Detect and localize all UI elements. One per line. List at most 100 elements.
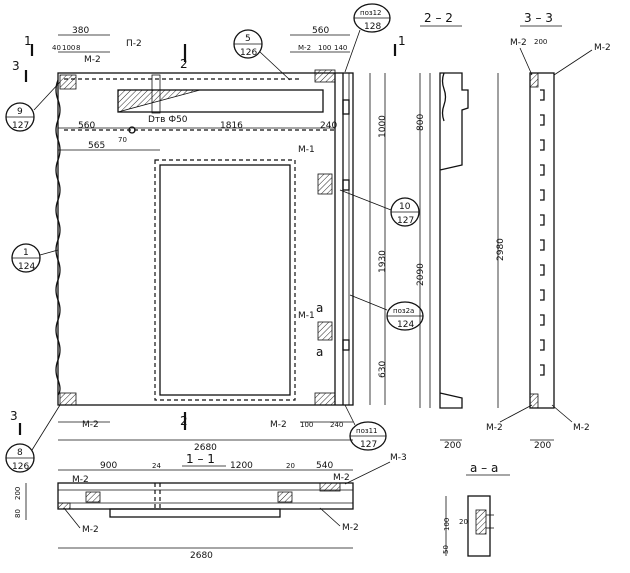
section-2-2-profile [439,72,469,409]
callout-pos12-leader [344,29,361,73]
dim-100: 100 [62,44,75,52]
dim-8: 8 [76,44,80,52]
cut-3-label-top: 3 [12,59,20,73]
callout-9-num: 9 [17,107,23,117]
callout-pos2a-num: поз2а [393,307,414,315]
dim-900: 900 [100,461,117,471]
callout-8-leader [31,404,61,451]
dim-70: 70 [118,136,127,144]
callout-pos2a-ref: 124 [397,320,414,330]
mark-m2-s11-bl: М-2 [82,525,99,535]
insert-bottom-left [59,392,77,406]
mark-m1-bottom: М-1 [298,311,315,321]
callout-5-leader [259,51,291,81]
callout-1-leader [39,249,59,256]
s33-leader-left [519,47,533,76]
cut-2-label-bottom: 2 [180,414,188,428]
section-a-a-insert [475,509,487,535]
section-1-1: 1 – 1 900 24 1200 20 540 М-2 М-2 М-3 М-2… [14,452,407,561]
section-3-3-keys [540,89,545,376]
cut-3-label-bottom: 3 [10,409,18,423]
callout-10-leader [339,189,392,211]
callout-9-leader [33,81,61,111]
side-element-1 [342,99,350,115]
callout-5-ref: 126 [240,48,257,58]
section-3-3-insert-bottom [529,393,539,409]
m3-leader [344,461,391,485]
mark-m2-s33-right: М-2 [594,43,611,53]
dim-100-tr: 100 [318,44,331,52]
s11-insert-3 [57,502,71,510]
dim-140-tr: 140 [334,44,347,52]
callout-1-ref: 124 [18,262,35,272]
section-2-2-edge [441,72,447,122]
dim-80-s11: 80 [14,509,22,518]
callout-5-num: 5 [245,34,251,44]
cut-a-top: а [316,301,323,315]
dim-20-aa: 20 [459,518,468,526]
s11-insert-1 [85,491,101,503]
section-3-3-title: 3 – 3 [524,11,553,25]
section-2-2-title: 2 – 2 [424,11,453,25]
cut-1-label-right: 1 [398,34,406,48]
mark-m2-s11-br: М-2 [342,523,359,533]
dim-560b: 560 [78,121,95,131]
dim-200-s11: 200 [14,487,22,500]
panel-outline [57,72,354,406]
callout-pos11-leader [344,404,356,426]
s11-leader-br [319,507,341,527]
mark-m2-br: М-2 [270,420,287,430]
insert-bottom-right [314,392,336,406]
section-1-1-rib [109,508,281,518]
side-element-3 [342,339,350,351]
dim-630: 630 [378,361,388,378]
dim-100-aa: 100 [443,518,451,531]
insert-top-left [59,74,77,90]
dim-380: 380 [72,26,89,36]
dim-100-br: 100 [300,421,313,429]
mark-m2-s33-bl: М-2 [486,423,503,433]
s11-insert-2 [277,491,293,503]
callout-8-ref: 126 [12,462,29,472]
dim-24: 24 [152,462,161,470]
mark-m2-s11-topright: М-2 [333,473,350,483]
callout-9-ref: 127 [12,121,29,131]
callout-pos12-ref: 128 [364,22,381,32]
top-beam-post [151,74,161,114]
callout-1-num: 1 [23,248,29,258]
dim-200-s33: 200 [534,38,547,46]
callout-pos12-num: поз12 [360,9,382,17]
dim-2680-s11: 2680 [190,551,213,561]
section-a-a: а – а 100 20 50 [442,461,510,557]
callout-8-num: 8 [17,448,23,458]
s11-window-mark [154,483,161,509]
dim-560: 560 [312,26,329,36]
callouts: 9 127 5 126 1 124 8 126 10 127 поз12 128… [5,3,424,473]
dim-1200: 1200 [230,461,253,471]
mark-m2-tl: М-2 [84,55,101,65]
section-1-1-body [57,482,354,510]
dim-40: 40 [52,44,61,52]
section-a-a-body [467,495,491,557]
section-a-a-title: а – а [470,461,498,475]
window-opening-dashed [154,159,296,401]
mark-m3: М-3 [390,453,407,463]
callout-10-num: 10 [399,202,411,212]
side-element-2 [342,179,350,191]
dim-200-s22: 200 [444,441,461,451]
dim-2980: 2980 [496,238,506,261]
dim-200-s33-bottom: 200 [534,441,551,451]
window-opening [159,164,291,396]
top-beam-hatch [117,89,201,113]
dim-1816: 1816 [220,121,243,131]
mark-m2-s33-left: М-2 [510,38,527,48]
section-3-3-body [529,72,555,409]
dim-20-s11: 20 [286,462,295,470]
dim-1000: 1000 [378,115,388,138]
section-3-3-insert-top [529,72,539,88]
s33-leader-bl [499,404,533,423]
section-3-3: 3 – 3 2980 М-2 М-2 200 М-2 М-2 200 [486,11,611,451]
s33-leader-br [551,404,573,423]
cut-1-label-left: 1 [24,34,32,48]
